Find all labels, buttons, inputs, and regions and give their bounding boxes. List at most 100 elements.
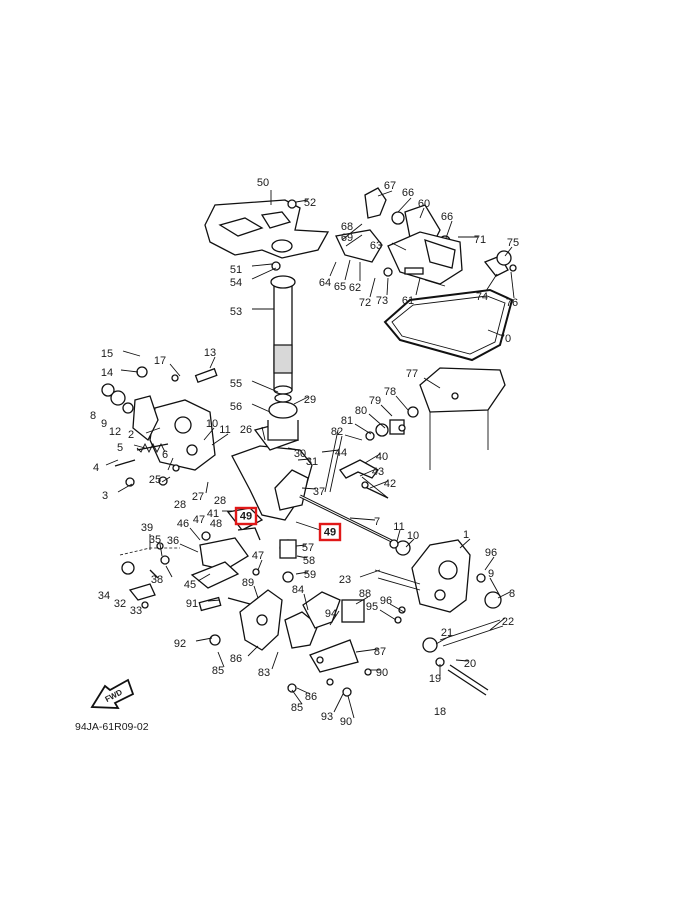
leader-line-69 [345,234,363,247]
leader-line-31 [297,458,311,461]
leader-line-74 [485,273,498,292]
callout-28: 28 [214,495,226,507]
callout-13: 13 [204,347,216,359]
leader-line-95 [379,609,397,621]
callout-73: 73 [376,295,388,307]
leader-line-60 [419,207,425,219]
callout-92: 92 [174,638,186,650]
leader-line-23 [359,569,381,578]
callout-65: 65 [334,281,346,293]
leader-line-85 [291,689,303,705]
callout-9: 9 [101,418,107,430]
callout-12: 12 [109,426,121,438]
callout-47: 47 [252,550,264,562]
leader-line-86 [296,687,311,695]
leader-line-25 [161,476,171,483]
callout-20: 20 [464,658,476,670]
leader-line-68 [341,223,363,241]
callout-79: 79 [369,395,381,407]
callout-77: 77 [406,368,418,380]
leader-line-92 [195,637,213,642]
callout-80: 80 [355,405,367,417]
callout-55: 55 [230,378,242,390]
callout-7: 7 [374,516,380,528]
callout-5: 5 [117,442,123,454]
leader-line-87 [355,648,379,653]
callout-78: 78 [384,386,396,398]
callout-81: 81 [341,415,353,427]
callout-90: 90 [376,667,388,679]
callout-93: 93 [321,711,333,723]
leader-line-8 [497,591,511,599]
clamp-bracket-left-part [101,366,218,487]
callout-4: 4 [93,462,99,474]
leader-line-46 [189,527,201,541]
leader-line-77 [423,377,441,389]
callout-86: 86 [305,691,317,703]
callout-33: 33 [130,605,142,617]
reverse-lock-lever-part [198,589,372,697]
callout-59: 59 [304,569,316,581]
callout-86: 86 [230,653,242,665]
callout-35: 35 [149,534,161,546]
callout-22: 22 [502,616,514,628]
leader-line-35 [159,543,163,557]
leader-line-70 [487,329,504,337]
callout-76: 76 [506,297,518,309]
callout-85: 85 [212,665,224,677]
leader-line-22 [489,617,506,631]
leader-line-64 [329,261,337,277]
callout-82: 82 [331,426,343,438]
callout-94: 94 [325,608,337,620]
leader-line-72 [369,277,376,298]
callout-68: 68 [341,221,353,233]
leader-line-80 [368,413,386,429]
leader-line-36 [179,543,199,553]
leader-line-4 [105,459,119,466]
callout-56: 56 [230,401,242,413]
leader-line-75 [504,246,513,257]
leader-line-3 [117,483,133,493]
callout-52: 52 [304,197,316,209]
leader-line-73 [386,277,389,296]
leader-line-52 [295,199,309,203]
leader-line-14 [120,369,139,373]
leader-line-49 [295,521,321,531]
callout-34: 34 [98,590,110,602]
leader-line-37 [301,487,317,490]
callout-75: 75 [507,237,519,249]
leader-line-86 [247,645,259,657]
callout-53: 53 [230,306,242,318]
cowling-lever-assembly-part [335,187,517,287]
leader-line-15 [122,350,141,357]
callout-87: 87 [374,646,386,658]
callout-57: 57 [302,542,314,554]
callout-66: 66 [402,187,414,199]
callout-90: 90 [340,716,352,728]
callout-58: 58 [303,555,315,567]
leader-line-79 [380,404,393,417]
leader-line-96 [484,556,495,571]
callout-69: 69 [341,232,353,244]
highlighted-callout-49: 49 [324,526,336,538]
callout-47: 47 [193,514,205,526]
callout-66: 66 [441,211,453,223]
callout-50: 50 [257,177,269,189]
leader-line-76 [510,271,515,299]
callout-17: 17 [154,355,166,367]
callout-27: 27 [192,491,204,503]
callout-9: 9 [488,568,494,580]
leader-line-9 [489,577,501,597]
callout-84: 84 [292,584,304,596]
leader-line-43 [359,468,377,477]
leader-line-89 [253,585,259,599]
leader-line-67 [377,190,393,197]
leader-line-66 [397,197,412,213]
leader-line-2 [145,427,161,434]
callout-64: 64 [319,277,331,289]
callout-42: 42 [384,478,396,490]
leader-line-91 [207,599,221,602]
callout-46: 46 [177,518,189,530]
callout-54: 54 [230,277,242,289]
